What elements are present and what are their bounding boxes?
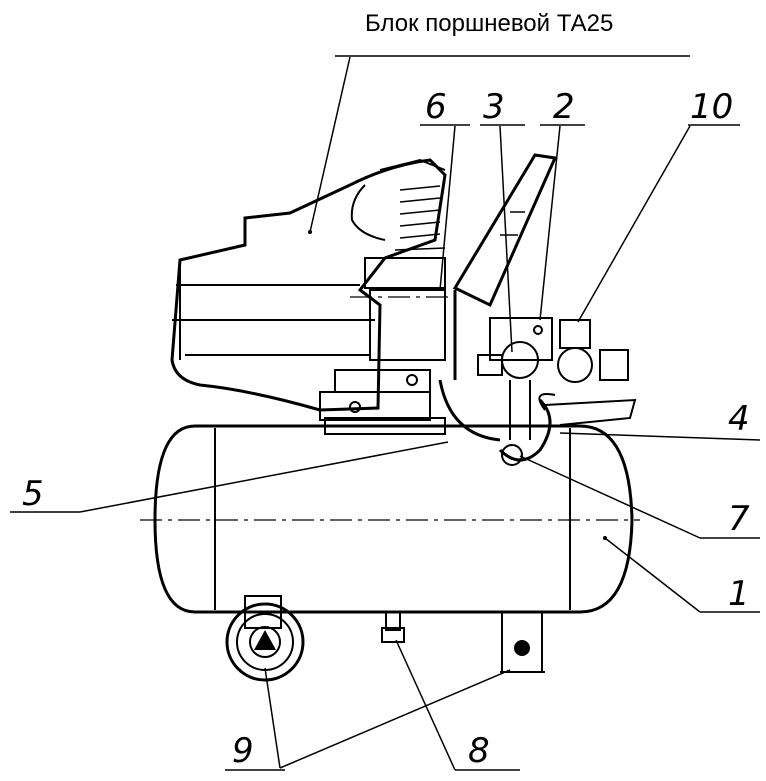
- title-leader: [308, 55, 690, 234]
- wheel: [225, 595, 305, 682]
- piston-block: [170, 158, 455, 435]
- callout-8: 8: [468, 731, 490, 771]
- callout-10: 10: [690, 87, 733, 127]
- pressure-switch: [477, 317, 629, 440]
- callout-3: 3: [483, 87, 505, 127]
- pipes: [438, 290, 637, 466]
- callout-4: 4: [728, 399, 750, 439]
- callout-7: 7: [728, 499, 750, 539]
- callout-5: 5: [22, 474, 44, 514]
- piston-block-title: Блок поршневой ТА25: [365, 10, 614, 37]
- callout-9: 9: [232, 731, 254, 771]
- drain-valve: [381, 611, 405, 643]
- leader-lines: [10, 124, 761, 771]
- callout-1: 1: [728, 574, 750, 614]
- rubber-foot: [500, 611, 545, 673]
- receiver-tank: [140, 424, 640, 614]
- callout-2: 2: [553, 87, 575, 127]
- callout-6: 6: [425, 87, 447, 127]
- handle: [452, 153, 558, 308]
